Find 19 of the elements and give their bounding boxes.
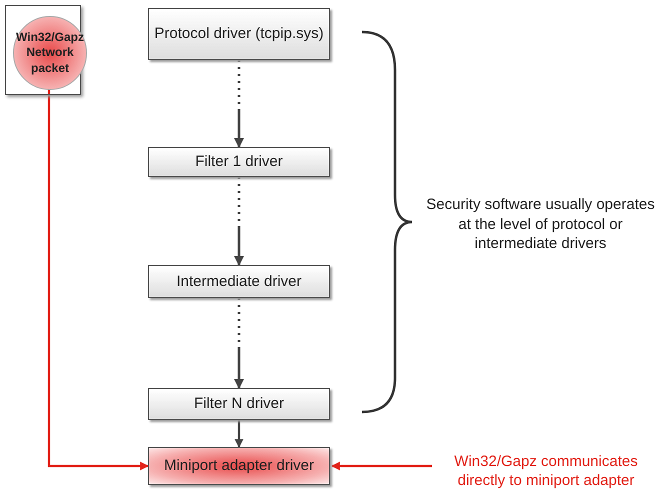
arrow bbox=[48, 89, 149, 470]
node-label: Protocol driver (tcpip.sys) bbox=[154, 24, 324, 44]
driver-box bbox=[148, 447, 330, 485]
arrow bbox=[234, 60, 244, 148]
arrow bbox=[234, 420, 244, 448]
driver-box bbox=[148, 147, 330, 177]
arrow bbox=[234, 298, 244, 389]
node-label: Intermediate driver bbox=[176, 272, 302, 292]
node-label: Filter 1 driver bbox=[195, 152, 283, 172]
arrow bbox=[234, 177, 244, 266]
node-label: Miniport adapter driver bbox=[164, 456, 314, 476]
driver-box bbox=[148, 8, 330, 60]
node-label: Filter N driver bbox=[194, 394, 284, 414]
driver-box bbox=[148, 265, 330, 298]
driver-box bbox=[148, 388, 330, 420]
arrow bbox=[331, 462, 432, 470]
brace-note: Security software usually operates at the level of protocol or intermediate drivers bbox=[425, 195, 656, 254]
node-label: Win32/Gapz Network packet bbox=[15, 30, 85, 76]
annotation-text: Win32/Gapz communicates directly to miniport adapter bbox=[453, 452, 639, 490]
